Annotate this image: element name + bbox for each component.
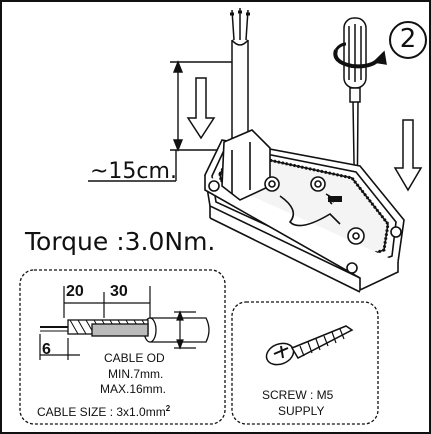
cable-size-label: CABLE SIZE : 3x1.0mm2 xyxy=(37,404,171,419)
dimension-30: 30 xyxy=(110,283,128,300)
down-arrow-right xyxy=(393,119,423,192)
rotation-arrow xyxy=(333,42,387,69)
cable-length-label: ~15cm. xyxy=(90,159,177,184)
step-number-badge: 2 xyxy=(389,21,427,59)
cable-illustration xyxy=(230,8,250,150)
cable-od-title: CABLE OD xyxy=(104,351,165,365)
cable-od-min: MIN.7mm. xyxy=(108,367,164,381)
screw-size-label: SCREW : M5 xyxy=(262,388,334,402)
cable-size-superscript: 2 xyxy=(165,404,171,413)
screw-panel xyxy=(231,301,379,425)
dimension-6: 6 xyxy=(42,341,51,358)
cable-od-max: MAX.16mm. xyxy=(100,382,167,396)
screw-supply-label: SUPPLY xyxy=(278,404,325,418)
stripped-cable xyxy=(40,317,210,343)
junction-housing xyxy=(204,129,405,293)
torque-label: Torque :3.0Nm. xyxy=(25,227,216,256)
cable-dimension-lines xyxy=(39,286,196,360)
dimension-20: 20 xyxy=(66,283,84,300)
down-arrow-left xyxy=(186,77,216,140)
length-dimension xyxy=(88,60,232,182)
screw-drawing xyxy=(265,325,354,366)
cable-size-panel xyxy=(19,269,226,425)
